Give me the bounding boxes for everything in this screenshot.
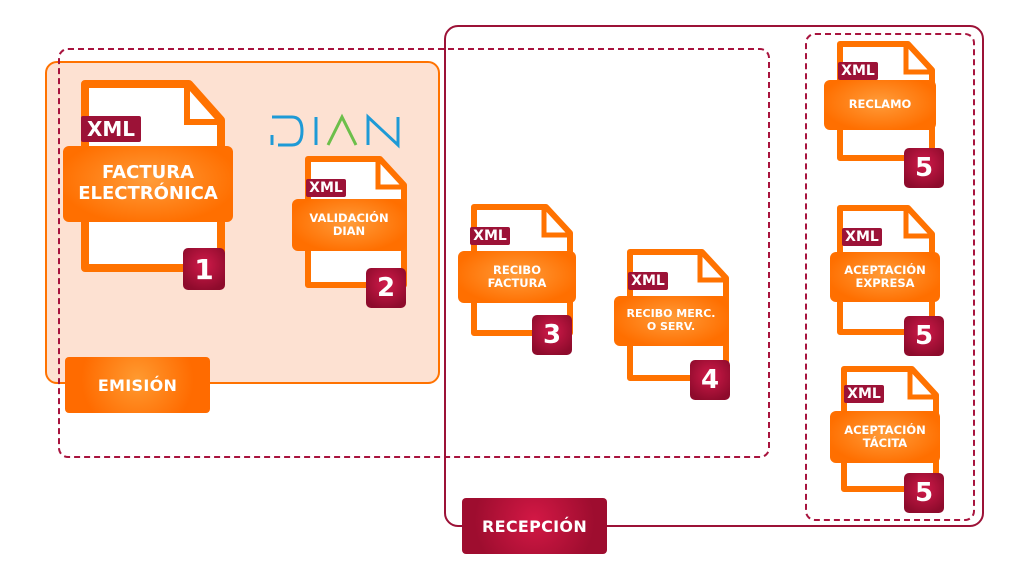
step-badge: 3 <box>532 315 572 355</box>
step-badge: 5 <box>904 148 944 188</box>
events-dashed-boundary <box>805 33 975 521</box>
document-title: ACEPTACIÓN TÁCITA <box>830 411 940 463</box>
step-badge: 4 <box>690 360 730 400</box>
document-factura-electronica: FACTURA ELECTRÓNICA XML 1 <box>63 78 243 290</box>
document-recibo-mercancia-servicio: RECIBO MERC. O SERV. XML 4 <box>614 248 744 408</box>
xml-file-icon: XML <box>81 116 141 142</box>
document-aceptacion-tacita: ACEPTACIÓN TÁCITA XML 5 <box>828 365 958 525</box>
step-badge: 2 <box>366 268 406 308</box>
step-badge: 1 <box>183 248 225 290</box>
xml-file-icon: XML <box>470 227 510 245</box>
document-title: FACTURA ELECTRÓNICA <box>63 146 233 222</box>
recepcion-label: RECEPCIÓN <box>462 498 607 554</box>
emision-dashed-boundary <box>58 48 770 458</box>
xml-file-icon: XML <box>842 228 882 246</box>
step-badge: 5 <box>904 316 944 356</box>
document-validacion-dian: VALIDACIÓN DIAN XML 2 <box>292 155 422 315</box>
document-aceptacion-expresa: ACEPTACIÓN EXPRESA XML 5 <box>824 204 954 364</box>
xml-file-icon: XML <box>844 385 884 403</box>
document-reclamo: RECLAMO XML 5 <box>824 40 954 200</box>
dian-logo-graphic <box>270 113 400 149</box>
step-badge: 5 <box>904 473 944 513</box>
document-title: RECLAMO <box>824 80 936 130</box>
document-title: VALIDACIÓN DIAN <box>292 199 406 251</box>
recepcion-area <box>444 25 984 527</box>
xml-file-icon: XML <box>628 272 668 290</box>
dian-logo <box>270 113 420 149</box>
emision-label: EMISIÓN <box>65 357 210 413</box>
document-title: ACEPTACIÓN EXPRESA <box>830 252 940 302</box>
document-title: RECIBO MERC. O SERV. <box>614 296 728 346</box>
xml-file-icon: XML <box>306 179 346 197</box>
xml-file-icon: XML <box>838 62 878 80</box>
document-title: RECIBO FACTURA <box>458 251 576 303</box>
document-recibo-factura: RECIBO FACTURA XML 3 <box>458 203 588 363</box>
